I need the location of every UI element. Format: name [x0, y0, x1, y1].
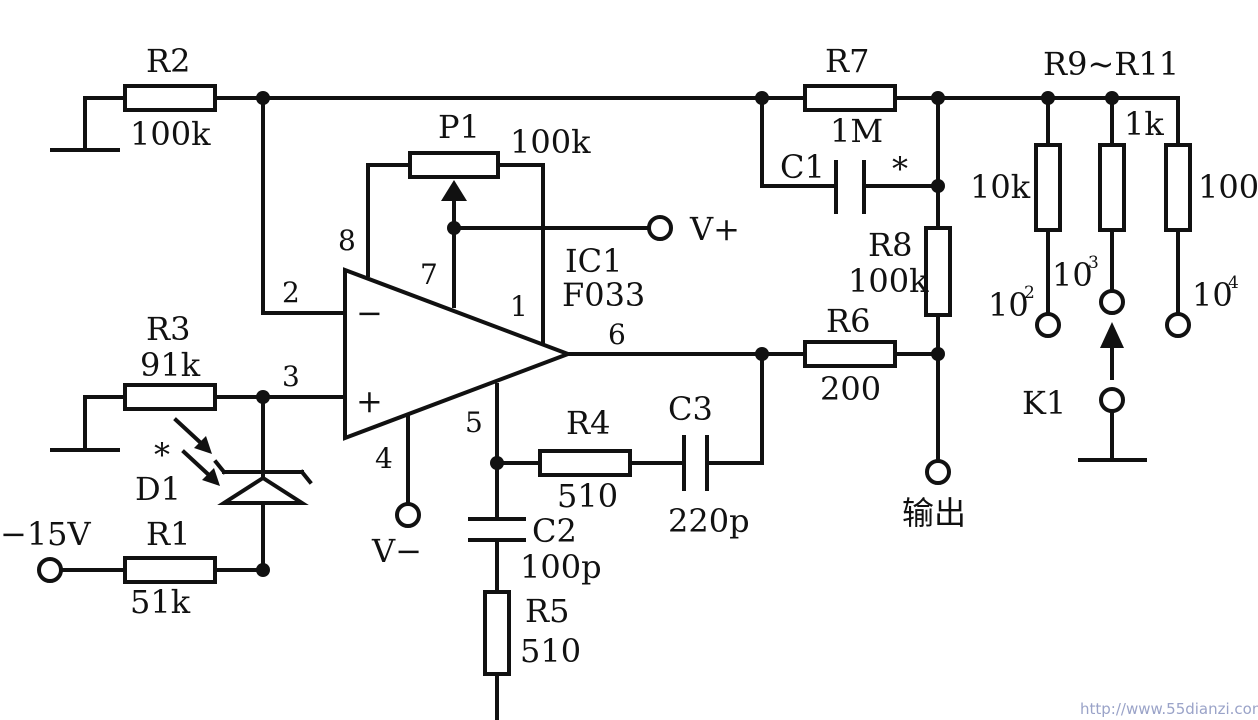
- resistor-r8: [924, 226, 952, 317]
- terminal-supply: [37, 557, 63, 583]
- resistor-r4: [538, 449, 632, 477]
- resistor-r9: [1034, 143, 1062, 232]
- terminals: [37, 215, 1191, 583]
- k1-arrow: [1100, 322, 1124, 348]
- r1-value: 51k: [130, 583, 191, 621]
- k1-name: K1: [1022, 384, 1066, 422]
- vplus-label: V+: [689, 210, 740, 248]
- p1-name: P1: [438, 108, 480, 146]
- r4-name: R4: [566, 404, 610, 442]
- terminal-vminus: [395, 502, 421, 528]
- r9-value: 10k: [970, 168, 1031, 206]
- r4-value: 510: [557, 477, 618, 515]
- c3-value: 220p: [668, 502, 750, 540]
- terminal-output: [925, 459, 951, 485]
- pin-2: 2: [282, 276, 300, 309]
- range-1-exp: 2: [1024, 283, 1035, 303]
- r11-value: 100: [1198, 168, 1258, 206]
- junctions: [256, 91, 1119, 577]
- r8-value: 100k: [848, 262, 929, 300]
- resistor-r1: [123, 556, 217, 584]
- range-1-base: 10: [988, 286, 1029, 324]
- r2-value: 100k: [130, 115, 211, 153]
- c1-mark: *: [892, 150, 908, 188]
- capacitor-c1: [834, 160, 866, 214]
- terminal-k1: [1099, 387, 1125, 413]
- resistor-r6: [803, 340, 897, 368]
- resistor-r11: [1164, 143, 1192, 232]
- r5-name: R5: [525, 592, 569, 630]
- pin-7: 7: [420, 258, 438, 291]
- pin-1: 1: [510, 290, 528, 323]
- terminal-range-3: [1165, 312, 1191, 338]
- terminal-vplus: [647, 215, 673, 241]
- p1-value: 100k: [510, 123, 591, 161]
- r5-value: 510: [520, 632, 581, 670]
- d1-mark: *: [154, 436, 170, 474]
- c3-name: C3: [668, 390, 713, 428]
- c2-value: 100p: [520, 548, 602, 586]
- resistor-r7: [803, 84, 897, 112]
- capacitor-c3: [682, 435, 709, 491]
- capacitor-c2: [468, 517, 526, 542]
- resistor-r10: [1098, 143, 1126, 232]
- terminal-range-2: [1099, 289, 1125, 315]
- resistor-r3: [123, 383, 217, 411]
- r3-value: 91k: [140, 346, 201, 384]
- supply-label: −15V: [0, 515, 92, 553]
- labels: R2 100k R7 1M R9~R11 10k 1k 100 P1 100k …: [0, 42, 1258, 718]
- r3-name: R3: [146, 310, 190, 348]
- components: [50, 84, 1192, 676]
- vminus-label: V−: [371, 532, 422, 570]
- r6-name: R6: [826, 302, 870, 340]
- output-label: 输出: [902, 494, 966, 532]
- range-3-base: 10: [1192, 276, 1233, 314]
- r10-value: 1k: [1124, 105, 1164, 143]
- light-arrows: [173, 417, 220, 486]
- pin-4: 4: [375, 442, 393, 475]
- resistor-r5: [483, 590, 511, 676]
- ic1-type: F033: [562, 276, 645, 314]
- pin-6: 6: [608, 318, 626, 351]
- r1-name: R1: [146, 515, 190, 553]
- r6-value: 200: [820, 370, 881, 408]
- r9-r11-name: R9~R11: [1043, 45, 1179, 83]
- watermark: http://www.55dianzi.com: [1080, 700, 1258, 718]
- photodiode-d1: [213, 459, 313, 505]
- r8-name: R8: [868, 226, 912, 264]
- r7-value: 1M: [830, 112, 883, 150]
- c2-name: C2: [532, 512, 577, 550]
- pin-5: 5: [465, 406, 483, 439]
- resistor-r2: [123, 84, 217, 112]
- range-2-exp: 3: [1088, 253, 1099, 273]
- range-2-base: 10: [1052, 256, 1093, 294]
- pin-8: 8: [338, 224, 356, 257]
- opamp-ic1: [343, 267, 574, 441]
- r7-name: R7: [825, 42, 869, 80]
- r2-name: R2: [146, 42, 190, 80]
- terminal-range-1: [1035, 312, 1061, 338]
- d1-name: D1: [135, 470, 181, 508]
- range-3-exp: 4: [1228, 273, 1239, 293]
- opamp-minus: −: [356, 294, 383, 332]
- potentiometer-p1: [408, 151, 500, 179]
- ic1-name: IC1: [565, 242, 622, 280]
- p1-wiper-arrow: [441, 180, 467, 201]
- opamp-plus: +: [356, 382, 383, 420]
- c1-name: C1: [780, 148, 825, 186]
- pin-3: 3: [282, 360, 300, 393]
